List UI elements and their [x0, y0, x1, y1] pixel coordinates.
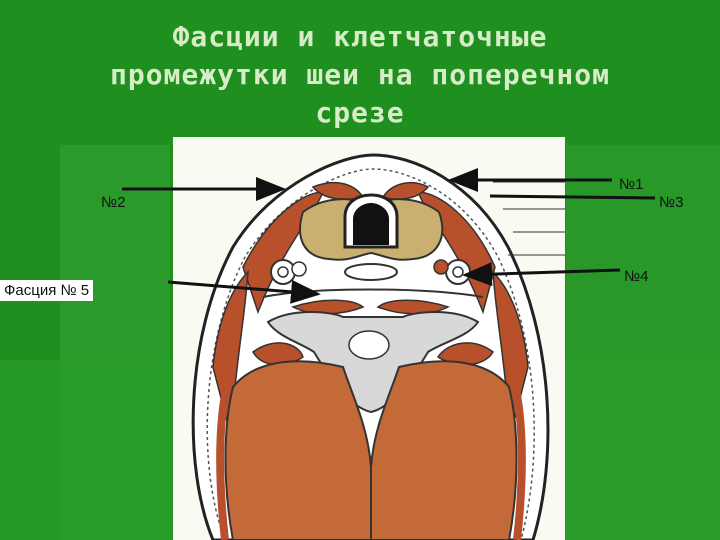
slide-title: Фасции и клетчаточные промежутки шеи на …	[40, 18, 680, 132]
label-no1: №1	[619, 176, 644, 193]
label-no3: №3	[659, 194, 684, 211]
neck-cross-section-drawing	[191, 153, 565, 540]
title-line-3: срезе	[315, 96, 405, 129]
neck-cross-section-figure	[173, 137, 565, 540]
label-fascia-5: Фасция № 5	[0, 280, 94, 301]
title-line-1: Фасции и клетчаточные	[172, 20, 548, 53]
title-line-2: промежутки шеи на поперечном	[109, 58, 610, 91]
label-no4: №4	[624, 268, 649, 285]
label-no2: №2	[101, 194, 126, 211]
background-band	[566, 145, 720, 540]
